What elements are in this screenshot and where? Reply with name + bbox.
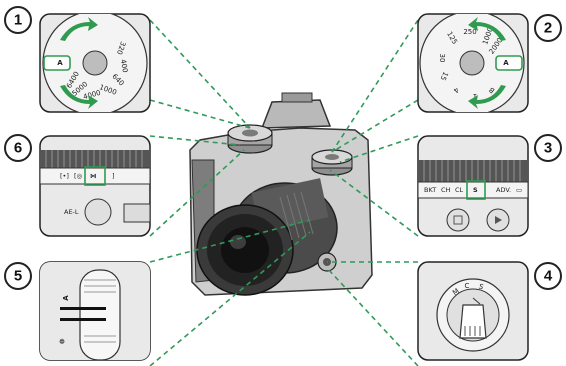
shutter-auto-label: A: [503, 59, 509, 67]
ae-l-label: AE-L: [64, 208, 79, 216]
svg-text:4: 4: [544, 268, 553, 285]
aperture-icon: ❁: [59, 338, 65, 346]
callout-number-3: 3: [535, 135, 561, 161]
average-metering-icon: ]: [112, 172, 115, 180]
drive-mode-label: BKT: [424, 186, 436, 194]
svg-text:2: 2: [544, 20, 552, 37]
drive-mode-label: ▭: [516, 186, 522, 194]
callout-number-4: 4: [535, 263, 561, 289]
drive-mode-label: CH: [441, 186, 451, 194]
trash-button-icon: [447, 209, 469, 231]
callout-number-5: 5: [5, 263, 31, 289]
camera-illustration: [190, 93, 372, 295]
shutter-label: 250: [463, 28, 476, 36]
callout-panel-2: 2000 1000 250 125 30 15 4 1 B A: [418, 11, 528, 115]
focus-mode-label: C: [465, 282, 470, 290]
shutter-a-highlight: [496, 56, 522, 70]
spot-metering-icon: ⋈: [90, 172, 97, 180]
aperture-auto-label: A: [62, 295, 70, 301]
callout-panel-1: 6400 5000 4000 1000 640 400 320 A: [40, 11, 150, 115]
callout-panel-5: A ❁: [40, 262, 150, 360]
drive-mode-label: CL: [455, 186, 464, 194]
svg-text:6: 6: [14, 140, 22, 157]
drive-mode-label: S: [473, 186, 478, 194]
callout-number-6: 6: [5, 135, 31, 161]
drive-mode-label: ADV.: [496, 186, 511, 194]
shutter-label: 30: [438, 54, 446, 63]
center-weighted-icon: [◎: [74, 172, 83, 180]
iso-auto-label: A: [57, 59, 63, 67]
svg-text:5: 5: [14, 268, 22, 285]
multi-metering-icon: [•]: [60, 172, 69, 180]
callout-panel-3: BKT CH CL S ADV. ▭: [418, 136, 528, 236]
svg-text:3: 3: [544, 140, 552, 157]
callout-number-2: 2: [535, 15, 561, 41]
svg-text:1: 1: [14, 12, 22, 29]
callout-number-1: 1: [5, 7, 31, 33]
callout-panel-4: M C S: [418, 262, 528, 360]
callout-panel-6: [•] [◎ ⋈ ] AE-L: [40, 136, 150, 236]
